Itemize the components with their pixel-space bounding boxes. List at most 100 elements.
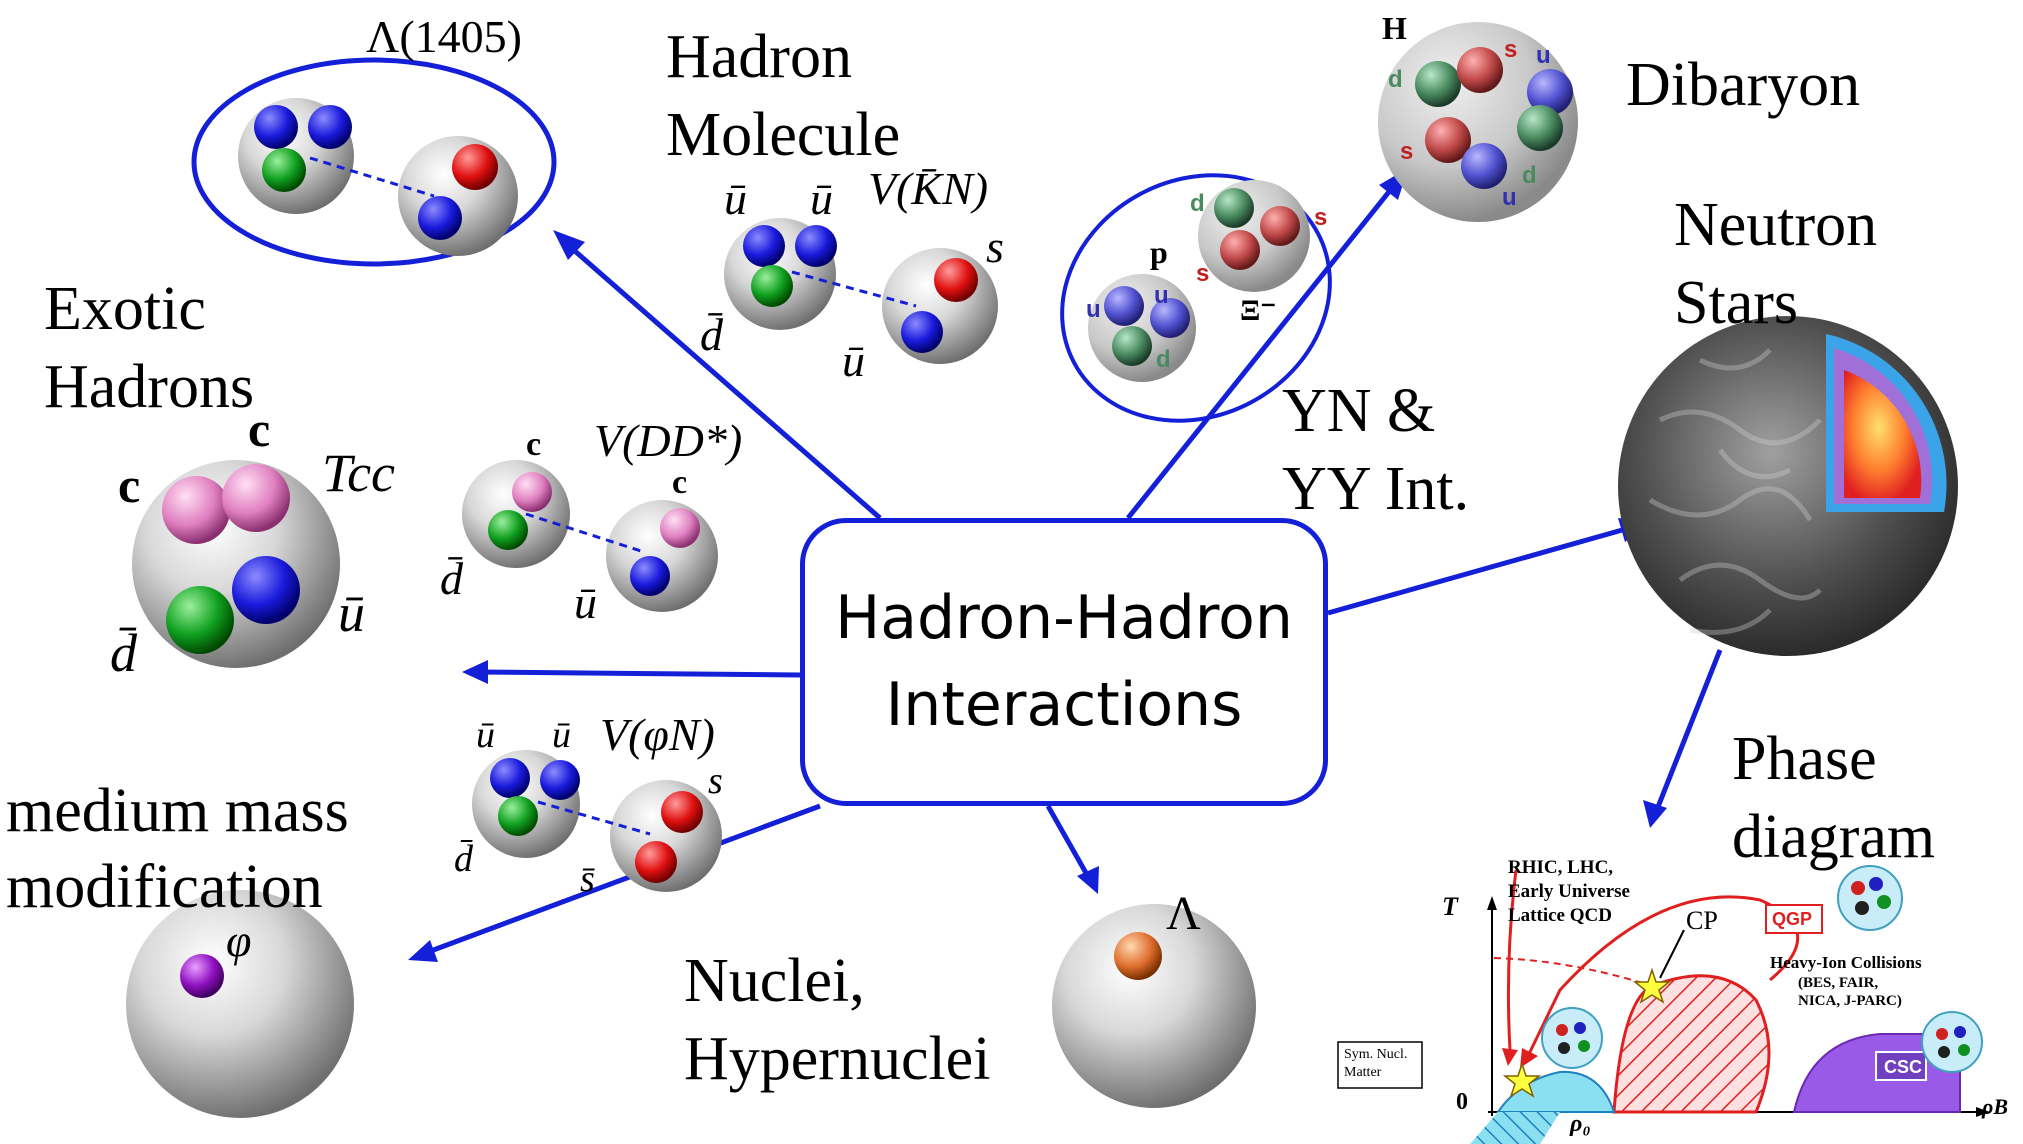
phase-csc: CSC <box>1884 1057 1923 1077</box>
qgp-region <box>1612 974 1771 1114</box>
lambda1405-molecule <box>191 57 557 267</box>
phase-rhic: RHIC, LHC, <box>1508 857 1614 878</box>
tcc-label: Tcc <box>322 443 396 503</box>
exotic-label-1: Exotic <box>44 275 206 343</box>
phase-early: Early Universe <box>1508 881 1630 902</box>
neutron-star <box>1618 316 1958 656</box>
arrow-to-dibaryon <box>1126 176 1402 520</box>
vdd-label: V(DD*) <box>594 415 743 466</box>
arrow-to-phase <box>1653 649 1723 813</box>
quark-dbar: d̄ <box>440 553 463 604</box>
phase-t-axis: T <box>1442 892 1458 921</box>
phase-qgp: QGP <box>1772 909 1813 929</box>
phase-sym-1: Sym. Nucl. <box>1344 1047 1408 1062</box>
phi-nucleus <box>126 890 354 1118</box>
quark-s: s <box>986 221 1004 272</box>
quark-dbar: d̄ <box>454 838 473 880</box>
quark-ubar: ū <box>476 714 495 756</box>
lambda-label: Λ <box>1166 887 1201 940</box>
quark-label-d: d <box>1388 66 1403 93</box>
lambda-hypernucleus <box>1052 904 1256 1108</box>
quark-label-s: s <box>1196 260 1210 287</box>
kbarn-molecule <box>724 218 998 364</box>
quark-sbar: s̄ <box>580 858 595 900</box>
quark-label-s: s <box>1314 204 1328 231</box>
phase-zero: 0 <box>1456 1089 1468 1115</box>
nuclear-star <box>1502 1061 1542 1098</box>
quark-label-s: s <box>1504 36 1518 63</box>
arrowhead-medium <box>408 940 438 962</box>
critical-point-star <box>1632 967 1672 1004</box>
medium-label-1: medium mass <box>6 777 349 845</box>
lambda1405-label: Λ(1405) <box>366 11 522 62</box>
phin-molecule <box>472 750 722 892</box>
qgp-box <box>1765 904 1823 934</box>
quark-dbar: d̄ <box>700 309 723 360</box>
xi-p-ellipse <box>1060 173 1332 423</box>
neutron-label-2: Stars <box>1674 269 1798 337</box>
quark-label-u: u <box>1086 296 1101 323</box>
center-line1: Hadron-Hadron <box>835 583 1293 653</box>
quark-s: s <box>708 760 723 802</box>
center-line2: Interactions <box>885 670 1243 740</box>
phase-label-1: Phase <box>1732 725 1877 793</box>
dd-molecule <box>462 460 718 612</box>
nuclei-label-1: Nuclei, <box>684 947 865 1015</box>
phase-facilities-1: (BES, FAIR, <box>1798 975 1879 991</box>
arrow-to-nuclei <box>1045 804 1093 882</box>
lambda1405-ellipse <box>191 57 557 267</box>
crossover-line <box>1493 957 1653 987</box>
quark-label-u: u <box>1536 42 1551 69</box>
arrow-to-neutron-stars <box>1327 522 1641 616</box>
center-box: Hadron-Hadron Interactions <box>800 518 1328 806</box>
neutron-label-1: Neutron <box>1674 191 1878 259</box>
arrowhead-nuclei <box>1077 866 1099 894</box>
phi-label: φ <box>226 915 252 966</box>
arrowhead-phase <box>1643 800 1667 828</box>
arrow-to-lambda1405 <box>558 236 882 520</box>
p-label: p <box>1150 234 1168 270</box>
phase-sym-2: Matter <box>1344 1065 1382 1080</box>
arrowhead-exotic <box>462 660 488 684</box>
phase-lattice: Lattice QCD <box>1508 905 1612 926</box>
h-dibaryon <box>1378 22 1578 222</box>
phase-cp: CP <box>1686 906 1718 935</box>
medium-label-2: modification <box>6 853 323 921</box>
arrow-to-medium <box>419 803 821 958</box>
quark-label-d: d <box>1156 346 1171 373</box>
nuclei-label-2: Hypernuclei <box>684 1025 991 1093</box>
quark-ubar: ū <box>338 583 365 643</box>
tcc-hadron <box>132 460 340 668</box>
xi-label: Ξ⁻ <box>1240 294 1277 327</box>
phase-rhob: ρB <box>1982 1094 2009 1119</box>
quark-ubar: ū <box>810 173 833 224</box>
phase-label-2: diagram <box>1732 803 1936 871</box>
quark-c: c <box>248 401 271 457</box>
quark-c: c <box>672 464 688 501</box>
sym-nucl-box <box>1337 1041 1423 1089</box>
csc-box <box>1875 1051 1927 1081</box>
quark-dbar: d̄ <box>110 623 137 683</box>
exotic-label-2: Hadrons <box>44 353 255 421</box>
quark-c: c <box>118 457 141 513</box>
quark-label-d: d <box>1190 190 1205 217</box>
quark-ubar: ū <box>724 173 747 224</box>
quark-label-d: d <box>1522 162 1537 189</box>
quark-label-u: u <box>1502 184 1517 211</box>
yn-label-1: YN & <box>1282 377 1436 445</box>
phase-heavy-ion: Heavy-Ion Collisions <box>1770 953 1922 972</box>
yn-label-2: YY Int. <box>1282 455 1470 523</box>
phase-facilities-2: NICA, J-PARC) <box>1798 993 1902 1009</box>
quark-ubar: ū <box>842 335 865 386</box>
quark-ubar: ū <box>552 714 571 756</box>
hadron-molecule-label-1: Hadron <box>666 23 852 91</box>
dibaryon-label: Dibaryon <box>1626 51 1861 119</box>
phase-diagram <box>1337 865 1990 1144</box>
xi-p-pair <box>1060 173 1332 423</box>
h-label: H <box>1382 10 1407 46</box>
vkn-label: V(K̄N) <box>868 163 989 214</box>
quark-label-s: s <box>1400 138 1414 165</box>
quark-label-u: u <box>1154 282 1169 309</box>
hadron-molecule-label-2: Molecule <box>666 101 901 169</box>
